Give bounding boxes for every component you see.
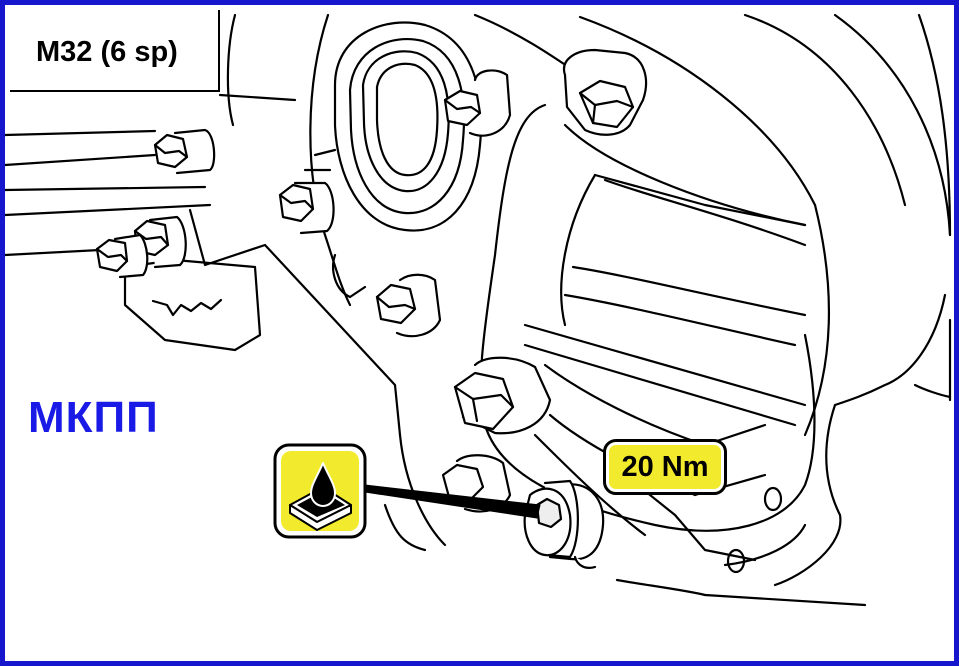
drain-plug [523, 479, 605, 569]
lower-bracket [123, 208, 402, 437]
bolt-top-center [443, 69, 512, 137]
bolt-left-1 [153, 128, 216, 175]
model-label-box: M32 (6 sp) [10, 10, 220, 92]
gearbox-line-drawing [5, 13, 952, 607]
housing-tube-lines [5, 93, 297, 257]
bolt-top-right [562, 48, 647, 136]
bolt-center [375, 273, 442, 338]
bolt-lower [453, 356, 552, 435]
torque-value: 20 Nm [621, 450, 709, 483]
gearbox-type-label: МКПП [28, 393, 159, 442]
bearing-seal [303, 21, 483, 299]
bolt-left-4 [95, 233, 149, 279]
inner-cover [479, 103, 816, 567]
oil-drop-level-icon [273, 443, 367, 539]
model-label: M32 (6 sp) [36, 36, 178, 68]
holes [726, 486, 783, 574]
bolt-left-2 [278, 181, 335, 235]
bell-housing [226, 13, 952, 607]
torque-badge: 20 Nm [603, 439, 727, 495]
